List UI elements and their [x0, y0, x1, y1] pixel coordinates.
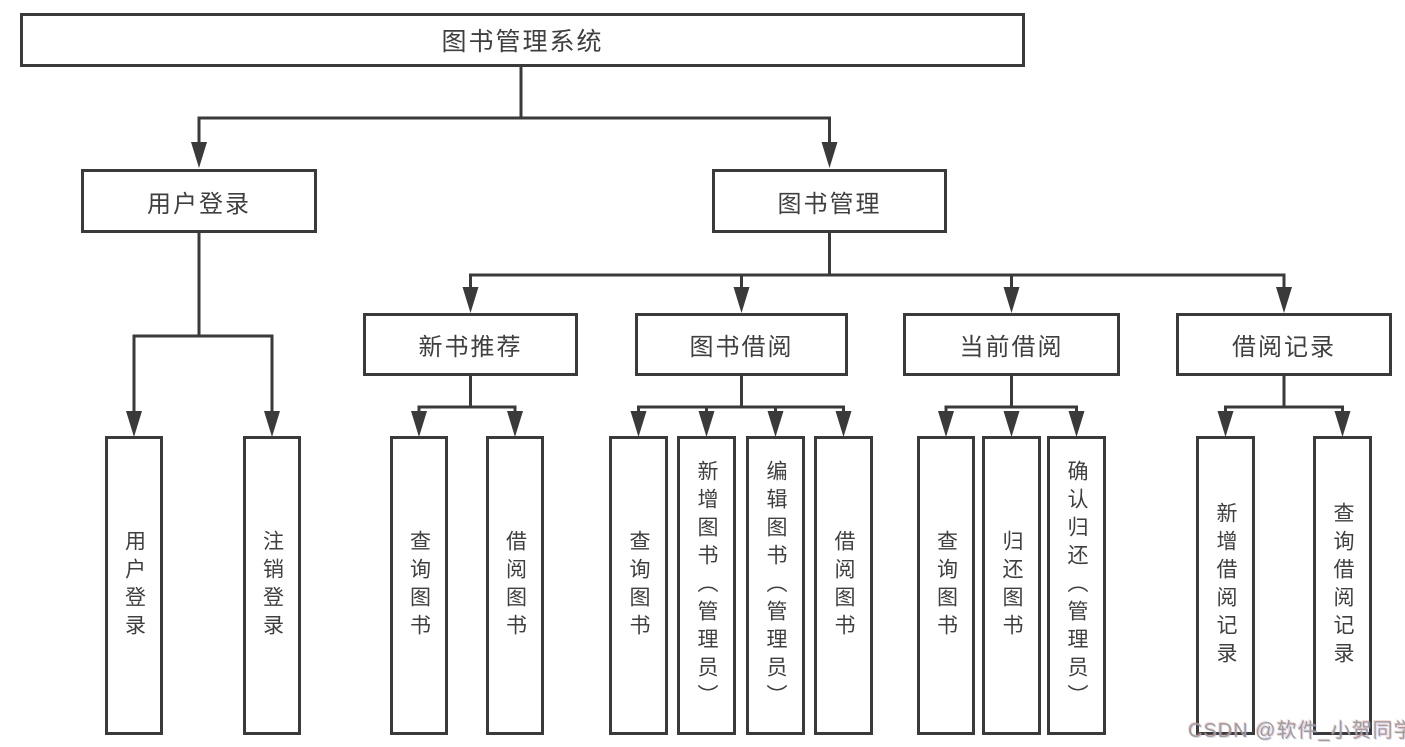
arrowhead-br-query-record — [1334, 411, 1351, 437]
connector-lines — [1224, 376, 1344, 413]
arrowhead-br-add-record — [1217, 411, 1234, 437]
arrowhead-book-borrowing — [733, 287, 750, 313]
leaf-recommend-borrow-books: 借阅图书 — [486, 436, 544, 735]
arrowhead-bb-edit-books — [767, 411, 784, 437]
connector-root-to-level2 — [191, 67, 838, 168]
leaf-borrowing-edit-books: 编辑图书（管理员） — [746, 436, 805, 735]
leaf-logout-login: 注销登录 — [243, 436, 301, 735]
node-book-management: 图书管理 — [712, 169, 947, 233]
arrowhead-cb-confirm-return — [1068, 411, 1085, 437]
node-current-borrowing: 当前借阅 — [903, 313, 1120, 376]
connector-lines — [944, 376, 1078, 413]
leaf-current-confirm-return: 确认归还（管理员） — [1047, 436, 1106, 735]
arrowhead-new-book-recommend — [462, 287, 479, 313]
arrowhead-bb-query-books — [630, 411, 647, 437]
leaf-recommend-query-books: 查询图书 — [390, 436, 448, 735]
connector-new-book-recommend-group — [411, 376, 523, 437]
node-borrowing-records: 借阅记录 — [1176, 313, 1392, 376]
arrowhead-borrowing-records — [1276, 287, 1292, 313]
leaf-borrowing-borrow-books: 借阅图书 — [814, 436, 873, 735]
arrowhead-leaf-user-login — [126, 411, 142, 437]
connector-lines — [417, 376, 517, 413]
arrowhead-bb-borrow-books — [835, 411, 852, 437]
node-book-borrowing: 图书借阅 — [635, 313, 848, 376]
node-new-book-recommend: 新书推荐 — [363, 313, 578, 376]
node-library-system: 图书管理系统 — [20, 13, 1025, 67]
arrowhead-nbr-borrow-books — [507, 411, 523, 437]
leaf-current-query-books: 查询图书 — [917, 436, 975, 735]
arrowhead-cb-return-books — [1003, 411, 1020, 437]
connector-lines — [197, 67, 831, 144]
connector-book-management-group — [462, 233, 1292, 313]
leaf-user-login: 用户登录 — [105, 436, 163, 735]
connector-current-borrowing-group — [938, 376, 1085, 437]
connector-borrowing-records-group — [1217, 376, 1351, 437]
node-user-login: 用户登录 — [81, 169, 317, 233]
arrowhead-nbr-query-books — [411, 411, 427, 437]
leaf-current-return-books: 归还图书 — [982, 436, 1041, 735]
arrowhead-book-management — [821, 142, 838, 168]
connector-lines — [132, 233, 274, 413]
leaf-borrowing-query-books: 查询图书 — [609, 436, 668, 735]
connector-user-login-group — [126, 233, 280, 437]
connector-lines — [637, 376, 845, 413]
arrowhead-leaf-logout — [264, 411, 280, 437]
leaf-records-query-record: 查询借阅记录 — [1313, 436, 1372, 735]
connector-lines — [469, 233, 1286, 289]
connector-book-borrowing-group — [630, 376, 852, 437]
arrowhead-cb-query-books — [938, 411, 954, 437]
arrowhead-current-borrowing — [1003, 287, 1020, 313]
arrowhead-user-login — [191, 142, 207, 168]
csdn-watermark: CSDN @软件_小贺同学 — [1188, 720, 1405, 742]
arrowhead-bb-add-books — [698, 411, 715, 437]
leaf-borrowing-add-books: 新增图书（管理员） — [677, 436, 736, 735]
leaf-records-add-record: 新增借阅记录 — [1196, 436, 1255, 735]
